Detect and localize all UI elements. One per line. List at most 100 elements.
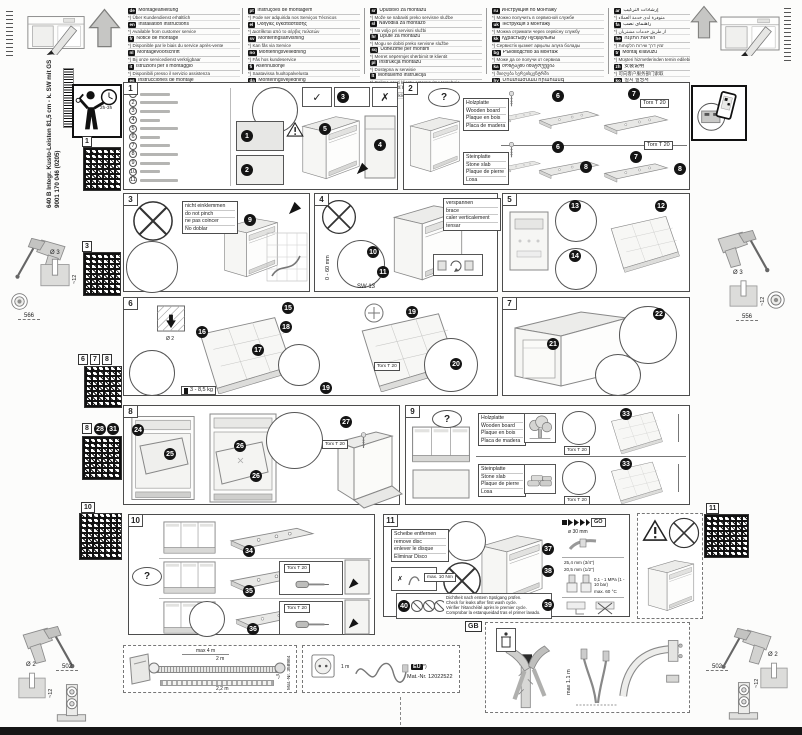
legend-title: הוראות התקנה [624, 36, 656, 41]
divider-line [476, 456, 686, 457]
legend-title: Notice de montage [136, 36, 179, 41]
step-26-badge: 26 [234, 440, 246, 452]
no-pinch-icon [132, 200, 174, 242]
hinge-distance-label: 502 [706, 664, 729, 671]
warning-triangle-icon [642, 519, 668, 542]
legend-title: Instrukcja montażu [379, 60, 422, 65]
cross-icon: ✗ [397, 576, 403, 583]
step-19-badge: 19 [406, 306, 418, 318]
water-fitting-icon [580, 574, 592, 593]
label-line: tensar [446, 222, 461, 229]
part-row: 10 [129, 167, 225, 176]
part-row: 9 [129, 159, 225, 168]
stones-icon [526, 469, 554, 489]
step-3-badge: 3 [337, 91, 349, 103]
screw-circle-icon [364, 303, 384, 323]
direction-arrow-icon [288, 200, 303, 215]
zoom-detail-circle [619, 306, 677, 364]
part-number: 9 [129, 159, 137, 168]
step-1-badge: 1 [241, 130, 253, 142]
divider-line [242, 8, 243, 74]
part-row: 1 [129, 90, 225, 99]
panel-7-label: 7 [502, 297, 517, 310]
part-row: 5 [129, 124, 225, 133]
language-code-badge: nl [128, 50, 136, 56]
step-12-badge: 12 [655, 200, 667, 212]
leak-line: Check for leaks after first wash cycle. [446, 600, 517, 606]
legend-title: Montāžas instrukcija [378, 86, 425, 91]
label-line: Wooden board [481, 423, 523, 431]
legend-note: *) Über Kundendienst erhältlich [128, 15, 240, 21]
plinth-side-view [344, 559, 370, 595]
drill-depth-label: ~12 [754, 678, 760, 688]
panel-6: 6 Ø 2 15 16 17 18 3 - 8,5 kg 19 19 Torx … [123, 297, 498, 396]
language-code-badge: ko [614, 78, 623, 84]
push-in-go-row: GO [562, 518, 606, 527]
language-code-badge: ka [492, 64, 501, 70]
part-number: 5 [129, 124, 137, 133]
step-40-badge: 40 [398, 600, 410, 612]
legend-title: Navodila za montažo [378, 21, 426, 26]
hose-clamp-icon [568, 538, 597, 551]
label-line: Stone slab [466, 162, 506, 170]
label-line: do not pinch [185, 211, 235, 219]
step-20-badge: 20 [450, 358, 462, 370]
sketch-icon [26, 10, 86, 55]
torx-label: Torx T 20 [284, 604, 310, 613]
legend-title: Asennusohje [255, 64, 285, 69]
legend-title: Installation instructions [138, 22, 189, 27]
question-cloud: ? [432, 410, 462, 428]
legend-title: Instruções de montagem [257, 8, 313, 13]
hose-grid-wall [266, 232, 308, 282]
step-35-badge: 35 [243, 585, 255, 597]
legend-note: *) Можна отримати через сервісну службу [492, 29, 604, 35]
language-code-badge: ar [614, 8, 622, 14]
order-number: 9001 170 046 (0205) [54, 150, 61, 208]
panel-10-label: 10 [128, 514, 143, 527]
leak-check-text: Dichtheit nach erstem Spülgang prüfen.Ch… [446, 596, 540, 615]
step-37-badge: 37 [542, 543, 554, 555]
part-number: 4 [129, 116, 137, 125]
drain-hole-diameter: ø 30 mm [568, 529, 588, 535]
label-line: Wooden board [466, 108, 506, 116]
step-2-badge: 2 [241, 164, 253, 176]
part-glyph [140, 144, 170, 148]
hose-length-1: 2 m [216, 656, 225, 662]
legend-note: *) Сервистік қызмет арқылы алуға болады [492, 43, 604, 49]
step-13-badge: 13 [569, 200, 581, 212]
drill-depth-label: ~12 [760, 296, 766, 306]
label-line: nicht einklemmen [185, 203, 235, 211]
torx-label: Torx T 20 [374, 362, 400, 371]
zoom-detail-circle [562, 461, 596, 495]
language-code-badge: pl [370, 60, 378, 66]
step-33-badge: 33 [620, 458, 632, 470]
label-line: enlever le disque [394, 546, 446, 554]
plinth-side-view [344, 599, 370, 635]
divider-line [230, 88, 231, 186]
qr-label-10: 10 [81, 502, 95, 513]
corrugated-hose [154, 666, 280, 673]
language-code-badge: fr [128, 36, 135, 42]
language-code-badge: es [128, 78, 137, 84]
screw-icon [360, 432, 367, 450]
worktop-board [537, 101, 601, 137]
part-number: 10 [129, 167, 137, 176]
go-arrows-icon [568, 519, 590, 526]
language-code-badge: zh [614, 64, 623, 70]
step-7-badge: 7 [630, 151, 642, 163]
divider-line [159, 558, 371, 559]
model-text: 640 B Integr. Kusto-Leisten 81,5 cm - k.… [46, 59, 53, 208]
drill-diameter-label: Ø 2 [26, 662, 36, 668]
legend-note: *) Može se nabaviti preko servisne služb… [370, 15, 482, 21]
language-code-badge: he [614, 36, 623, 42]
legend-note: *) Dostępna w serwisie [370, 67, 482, 73]
zoom-detail-circle [126, 241, 178, 293]
height-bracket [678, 464, 679, 492]
screw-icon [508, 142, 515, 159]
language-code-badge: pt [248, 8, 256, 14]
